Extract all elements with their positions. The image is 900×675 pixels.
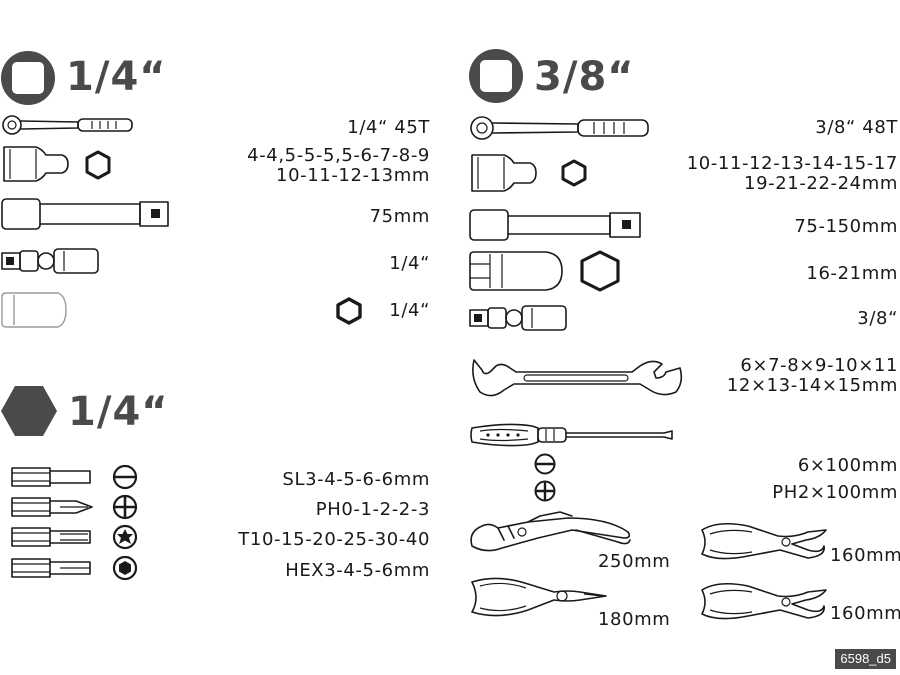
section-title-quarter-drive: 1/4“ [66,54,167,100]
three-eighths-ujoint-label: 3/8“ [857,308,898,329]
product-code-badge: 6598_d5 [835,649,896,669]
quarter-sockets-label-1: 4-4,5-5-5,5-6-7-8-9 [247,145,430,166]
phillips-tip-icon [534,480,556,502]
cutter-a-label: 160mm [830,545,900,566]
quarter-ujoint-label: 1/4“ [389,253,430,274]
open-end-wrench-icon [472,359,683,397]
diagonal-cutter-icon [701,582,827,620]
phillips-bits-label: PH0-1-2-2-3 [315,499,430,520]
slotted-bit-icon [11,464,138,490]
three-eighths-extension-label: 75-150mm [794,216,898,237]
quarter-adapter-label: 1/4“ [389,300,430,321]
three-eighths-sockets-label-1: 10-11-12-13-14-15-17 [686,153,898,174]
hex-bit-icon [11,555,138,581]
universal-joint-icon [469,305,567,331]
spark-plug-socket-icon [469,250,620,292]
socket-adapter-icon [1,292,67,328]
quarter-ratchet-label: 1/4“ 45T [347,117,430,138]
screwdriver-icon [470,423,673,447]
universal-joint-icon [1,248,99,274]
socket-icon [3,146,111,182]
ratchet-icon [470,116,649,140]
slotted-bits-label: SL3-4-5-6-6mm [282,469,430,490]
three-eighths-sockets-label-2: 19-21-22-24mm [744,173,898,194]
quarter-extension-label: 75mm [369,206,430,227]
slotted-tip-icon [534,453,556,475]
socket-icon [471,154,587,192]
wrench-sizes-label-1: 6×7-8×9-10×11 [740,355,898,376]
combination-pliers-label: 180mm [598,609,671,630]
diagonal-cutter-icon [701,522,827,560]
screwdriver-phillips-label: PH2×100mm [772,482,898,503]
water-pump-pliers-icon [470,511,631,552]
phillips-bit-icon [11,494,138,520]
spark-plug-socket-label: 16-21mm [806,263,898,284]
extension-bar-icon [1,198,169,230]
section-title-three-eighths-drive: 3/8“ [534,54,635,100]
hex-drive-icon [1,386,57,436]
quarter-sockets-label-2: 10-11-12-13mm [276,165,430,186]
square-drive-icon [1,51,55,105]
cutter-b-label: 160mm [830,603,900,624]
section-title-hex-bits: 1/4“ [68,389,169,435]
screwdriver-slotted-label: 6×100mm [797,455,898,476]
combination-pliers-icon [471,577,607,617]
square-drive-icon [469,49,523,103]
water-pump-pliers-label: 250mm [598,551,671,572]
hex-bits-label: HEX3-4-5-6mm [285,560,430,581]
torx-bits-label: T10-15-20-25-30-40 [238,529,430,550]
wrench-sizes-label-2: 12×13-14×15mm [726,375,898,396]
torx-bit-icon [11,524,138,550]
extension-bar-icon [469,209,641,241]
three-eighths-ratchet-label: 3/8“ 48T [815,117,898,138]
ratchet-icon [2,115,133,135]
hex-socket-icon [336,297,362,325]
